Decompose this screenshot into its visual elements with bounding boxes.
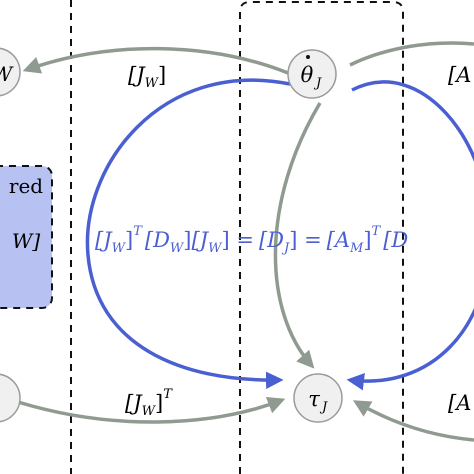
arrow-left-bottom-to-tau [17,396,286,424]
arrow-theta-to-left-top [22,46,289,75]
left-blue-box [0,165,53,309]
box-text-line1: red [9,174,43,198]
node-theta-sub: J [313,76,322,91]
box-text-line2: W] [12,229,41,253]
node-left-bottom [0,373,21,423]
equation: [JW]T[DW][JW] =[DJ] =[AM]T[D [95,224,408,256]
edge-label-bottom-right: [A [448,391,471,415]
arrow-right-top [349,41,474,67]
node-theta-dot-j [287,49,337,99]
edge-label-top-right: [A [448,63,471,87]
node-tau-sub: J [319,400,328,415]
node-left-top [0,47,21,97]
theta-dot-mark [306,55,310,59]
node-tau-label: τ [308,387,320,411]
arrow-right-bottom-to-tau [352,400,474,442]
node-left-top-label: W [0,62,14,86]
arrow-theta-to-tau [273,102,322,369]
edge-label-top-left: [JW] [128,63,166,91]
edge-label-bottom-left: [JW]T [125,387,173,419]
blue-arc-right [346,80,474,391]
node-theta-label: θ [301,63,314,87]
dashed-frame-center [239,1,404,474]
node-tau-j [293,373,343,423]
blue-arc-left [85,78,291,390]
